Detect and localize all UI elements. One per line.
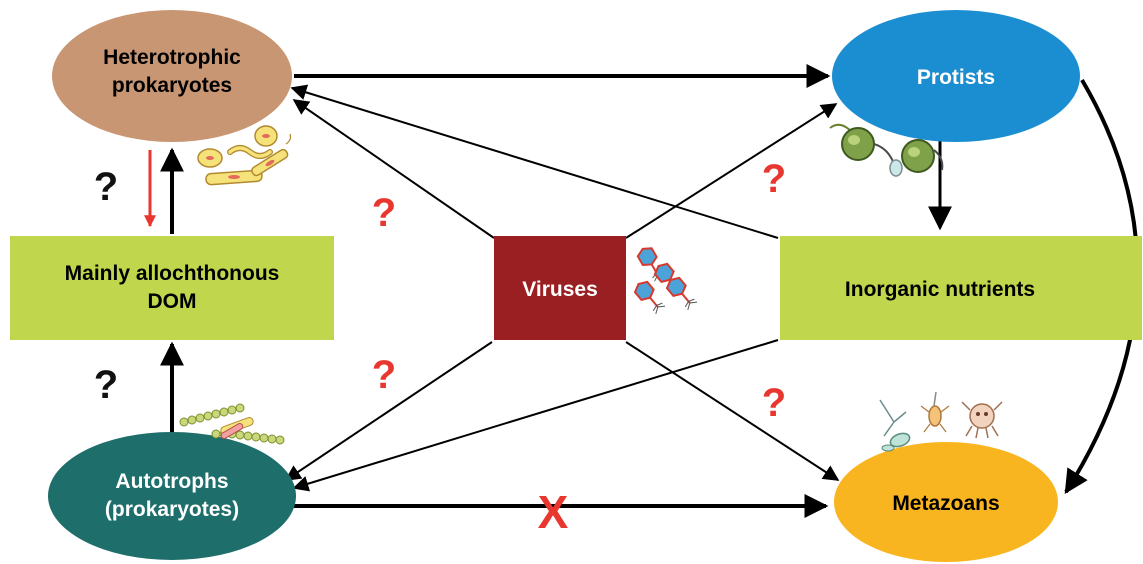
dom-label-line2: DOM <box>148 290 197 313</box>
arrow-viruses-to-metazoans <box>625 341 840 481</box>
question-mark-left-bottom: ? <box>94 363 118 407</box>
heterotrophic-label-line1: Heterotrophic <box>103 46 241 69</box>
cyanobacteria-filament-icon <box>179 403 285 445</box>
question-mark-left-top: ? <box>94 165 118 209</box>
arrow-inorganic-to-autotrophs <box>292 339 779 492</box>
bacteria-cells-icon <box>197 125 292 186</box>
zooplankton-icon <box>879 391 1003 452</box>
node-autotrophs: Autotrophs (prokaryotes) <box>48 432 296 560</box>
node-heterotrophic-prokaryotes: Heterotrophic prokaryotes <box>52 10 292 142</box>
arrow-viruses-to-autotrophs <box>284 341 493 481</box>
bacteriophage-icon <box>633 247 698 315</box>
node-inorganic-nutrients: Inorganic nutrients <box>780 236 1142 340</box>
protists-label: Protists <box>917 66 995 89</box>
arrow-viruses-to-protists <box>625 103 838 239</box>
question-mark-center-upper: ? <box>372 191 396 235</box>
question-mark-center-lower: ? <box>372 353 396 397</box>
dom-label-line1: Mainly allochthonous <box>65 262 280 285</box>
node-dom: Mainly allochthonous DOM <box>10 236 334 340</box>
autotrophs-label-line1: Autotrophs <box>115 470 228 493</box>
autotrophs-label-line2: (prokaryotes) <box>105 498 239 521</box>
node-metazoans: Metazoans <box>834 442 1058 562</box>
question-mark-right-upper: ? <box>762 157 786 201</box>
question-mark-right-lower: ? <box>762 381 786 425</box>
flagellate-protist-icon <box>829 123 944 177</box>
metazoans-label: Metazoans <box>892 492 999 515</box>
node-protists: Protists <box>832 10 1080 142</box>
node-viruses: Viruses <box>494 236 626 340</box>
arrow-viruses-to-heterotrophic <box>292 99 495 239</box>
inorganic-label: Inorganic nutrients <box>845 278 1035 301</box>
viruses-label: Viruses <box>522 278 598 301</box>
blocked-x-mark: X <box>538 486 569 538</box>
heterotrophic-label-line2: prokaryotes <box>112 74 232 97</box>
arrow-inorganic-to-heterotrophic <box>290 84 779 239</box>
